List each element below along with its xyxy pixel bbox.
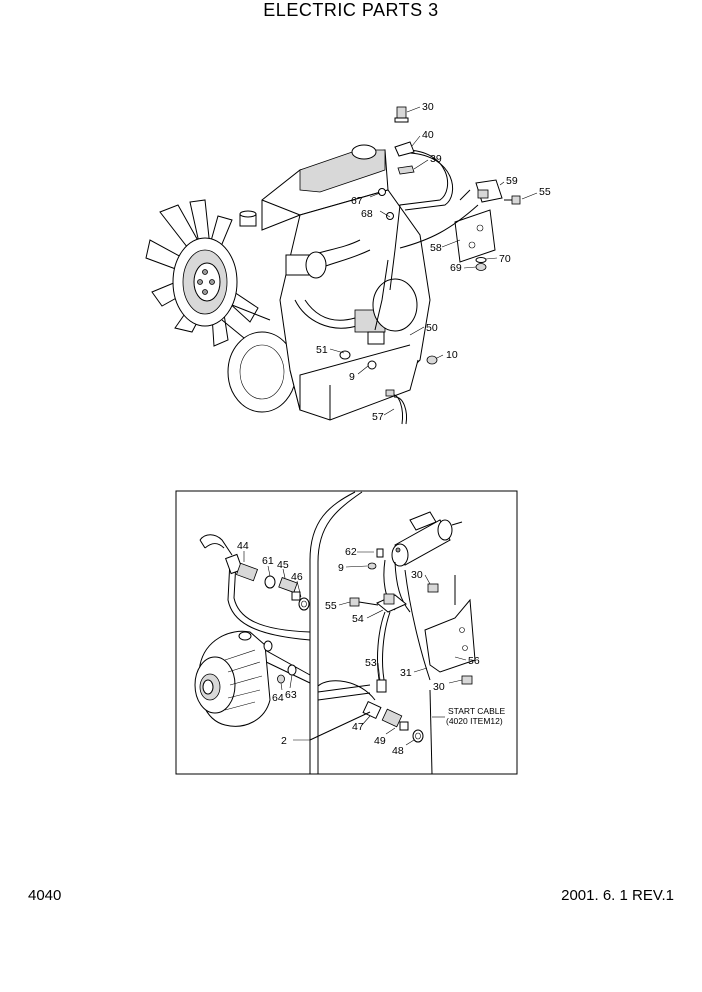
callout-lower-46: 46 (291, 571, 303, 583)
callout-lower-63: 63 (285, 689, 297, 701)
callout-lower-55: 55 (325, 600, 337, 612)
callout-lower-49: 49 (374, 735, 386, 747)
callout-upper-67: 67 (351, 195, 363, 207)
alternator (194, 630, 273, 727)
callout-lower-48: 48 (392, 745, 404, 757)
engine-illustration (145, 106, 521, 425)
callout-lower-44: 44 (237, 540, 249, 552)
callout-upper-30: 30 (422, 101, 434, 113)
upper-callouts: 30 40 39 67 68 59 55 58 70 69 50 51 9 10… (316, 101, 551, 423)
callout-lower-30a: 30 (411, 569, 423, 581)
callout-upper-50: 50 (426, 322, 438, 334)
callout-lower-9: 9 (338, 562, 344, 574)
page-number: 4040 (28, 887, 62, 904)
callout-lower-31: 31 (400, 667, 412, 679)
callout-upper-10: 10 (446, 349, 458, 361)
starter-motor (391, 511, 463, 567)
lower-callouts: 44 61 45 46 62 9 30 55 54 56 53 31 30 64… (237, 540, 505, 757)
callout-lower-53: 53 (365, 657, 377, 669)
callout-upper-70: 70 (499, 253, 511, 265)
cooling-fan (145, 199, 259, 347)
callout-lower-45: 45 (277, 559, 289, 571)
lower-leaders (243, 551, 467, 746)
callout-lower-30b: 30 (433, 681, 445, 693)
page-title: ELECTRIC PARTS 3 (263, 0, 439, 20)
callout-lower-47: 47 (352, 721, 364, 733)
callout-lower-56: 56 (468, 655, 480, 667)
detail-illustration (194, 491, 476, 775)
callout-upper-58: 58 (430, 242, 442, 254)
callout-lower-61: 61 (262, 555, 274, 567)
callout-upper-39: 39 (430, 153, 442, 165)
callout-upper-69: 69 (450, 262, 462, 274)
callout-lower-54: 54 (352, 613, 364, 625)
callout-upper-59: 59 (506, 175, 518, 187)
callout-upper-68: 68 (361, 208, 373, 220)
callout-upper-40: 40 (422, 129, 434, 141)
callout-upper-57: 57 (372, 411, 384, 423)
callout-lower-62: 62 (345, 546, 357, 558)
start-cable-label: START CABLE (448, 706, 505, 716)
callout-upper-51: 51 (316, 344, 328, 356)
start-cable-reference: (4020 ITEM12) (446, 716, 503, 726)
callout-upper-9: 9 (349, 371, 355, 383)
callout-lower-2: 2 (281, 735, 287, 747)
revision-date: 2001. 6. 1 REV.1 (561, 887, 674, 904)
callout-lower-64: 64 (272, 692, 284, 704)
callout-upper-55: 55 (539, 186, 551, 198)
upper-leaders (329, 106, 538, 416)
detail-frame (175, 490, 518, 775)
